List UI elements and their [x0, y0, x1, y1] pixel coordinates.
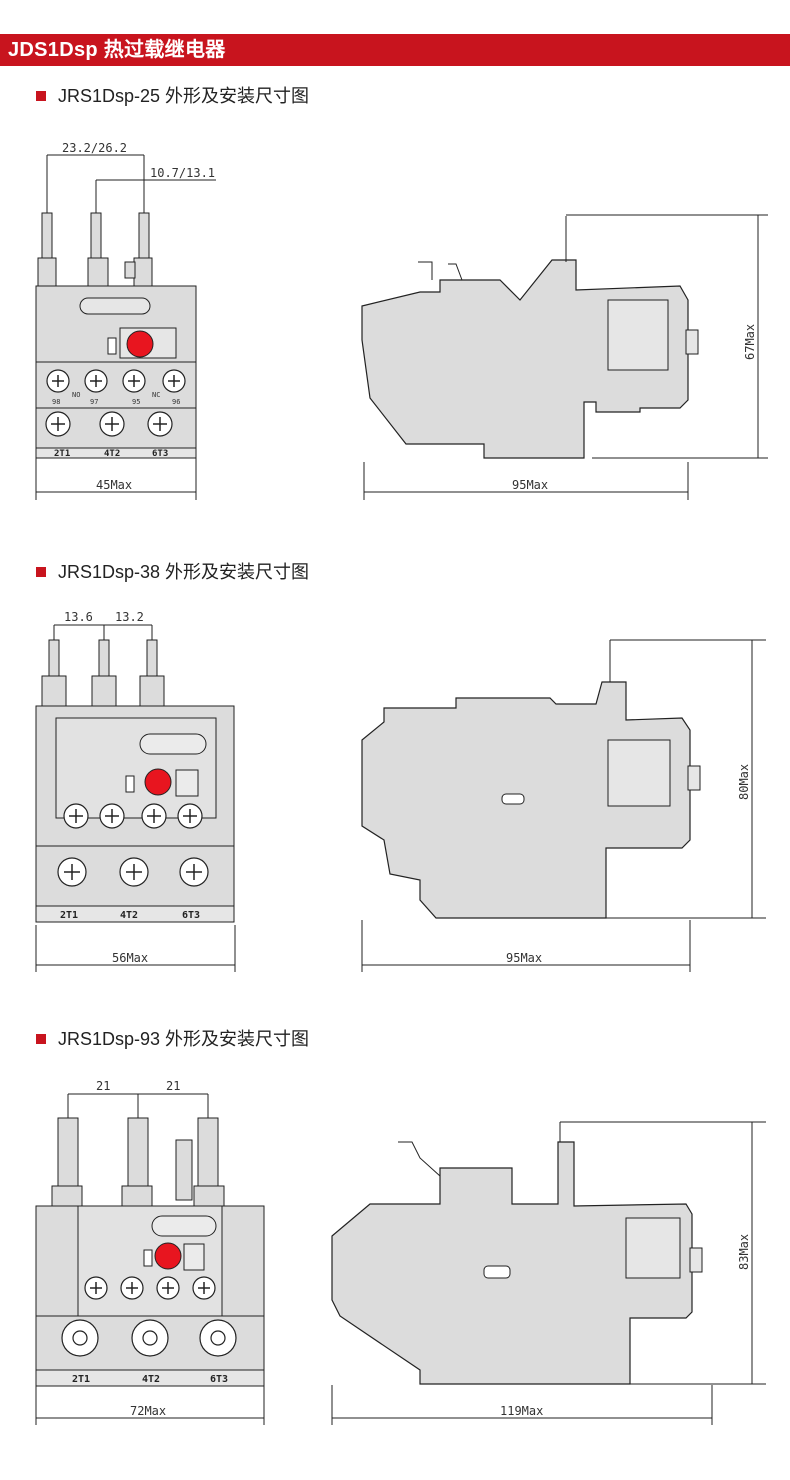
bottom-label-4t2: 4T2	[120, 910, 138, 921]
diagram-front-25: 23.2/26.2 10.7/13.1 45Max 95Max 67Max 98…	[35, 141, 768, 500]
section-title-text: JRS1Dsp-93 外形及安装尺寸图	[58, 1029, 310, 1049]
dim-pitch-right-38: 13.2	[115, 610, 144, 624]
diagram-front-93: 21 21 72Max 119Max 83Max 2T1 4T2 6T3	[35, 1079, 766, 1425]
dim-width-38: 56Max	[112, 951, 148, 965]
terminal-95: 95	[132, 398, 140, 406]
bottom-label-2t1: 2T1	[54, 449, 70, 459]
dim-width-25: 45Max	[96, 478, 132, 492]
bottom-label-4t2: 4T2	[104, 449, 120, 459]
terminal-nc: NC	[152, 391, 160, 399]
dim-pitch-left-93: 21	[96, 1079, 110, 1093]
terminal-98: 98	[52, 398, 60, 406]
dim-depth-25: 95Max	[512, 478, 548, 492]
dim-depth-93: 119Max	[500, 1404, 543, 1418]
section-title-text: JRS1Dsp-25 外形及安装尺寸图	[58, 86, 310, 106]
bottom-label-6t3: 6T3	[182, 910, 200, 921]
dim-height-93: 83Max	[737, 1234, 751, 1270]
bottom-label-2t1: 2T1	[72, 1374, 90, 1385]
terminal-97: 97	[90, 398, 98, 406]
bottom-label-6t3: 6T3	[210, 1374, 228, 1385]
dim-pitch-25: 23.2/26.2	[62, 141, 127, 155]
bottom-label-2t1: 2T1	[60, 910, 78, 921]
dim-subpitch-25: 10.7/13.1	[150, 166, 215, 180]
section-title-25: JRS1Dsp-25 外形及安装尺寸图	[36, 84, 309, 108]
dim-width-93: 72Max	[130, 1404, 166, 1418]
header: JDS1Dsp 热过载继电器	[0, 0, 790, 66]
diagram-front-38: 13.6 13.2 56Max 95Max 80Max 2T1 4T2 6T3	[35, 610, 766, 972]
bottom-label-4t2: 4T2	[142, 1374, 160, 1385]
section-title-text: JRS1Dsp-38 外形及安装尺寸图	[58, 562, 310, 582]
terminal-no: NO	[72, 391, 80, 399]
section-title-93: JRS1Dsp-93 外形及安装尺寸图	[36, 1027, 309, 1051]
bottom-label-6t3: 6T3	[152, 449, 168, 459]
dim-pitch-right-93: 21	[166, 1079, 180, 1093]
dim-height-25: 67Max	[743, 324, 757, 360]
bullet-icon	[36, 567, 46, 577]
bullet-icon	[36, 91, 46, 101]
section-title-38: JRS1Dsp-38 外形及安装尺寸图	[36, 560, 309, 584]
header-bar	[0, 34, 790, 66]
dim-pitch-left-38: 13.6	[64, 610, 93, 624]
page-title: JDS1Dsp 热过载继电器	[8, 39, 226, 61]
dim-depth-38: 95Max	[506, 951, 542, 965]
terminal-96: 96	[172, 398, 180, 406]
bullet-icon	[36, 1034, 46, 1044]
dim-height-38: 80Max	[737, 764, 751, 800]
